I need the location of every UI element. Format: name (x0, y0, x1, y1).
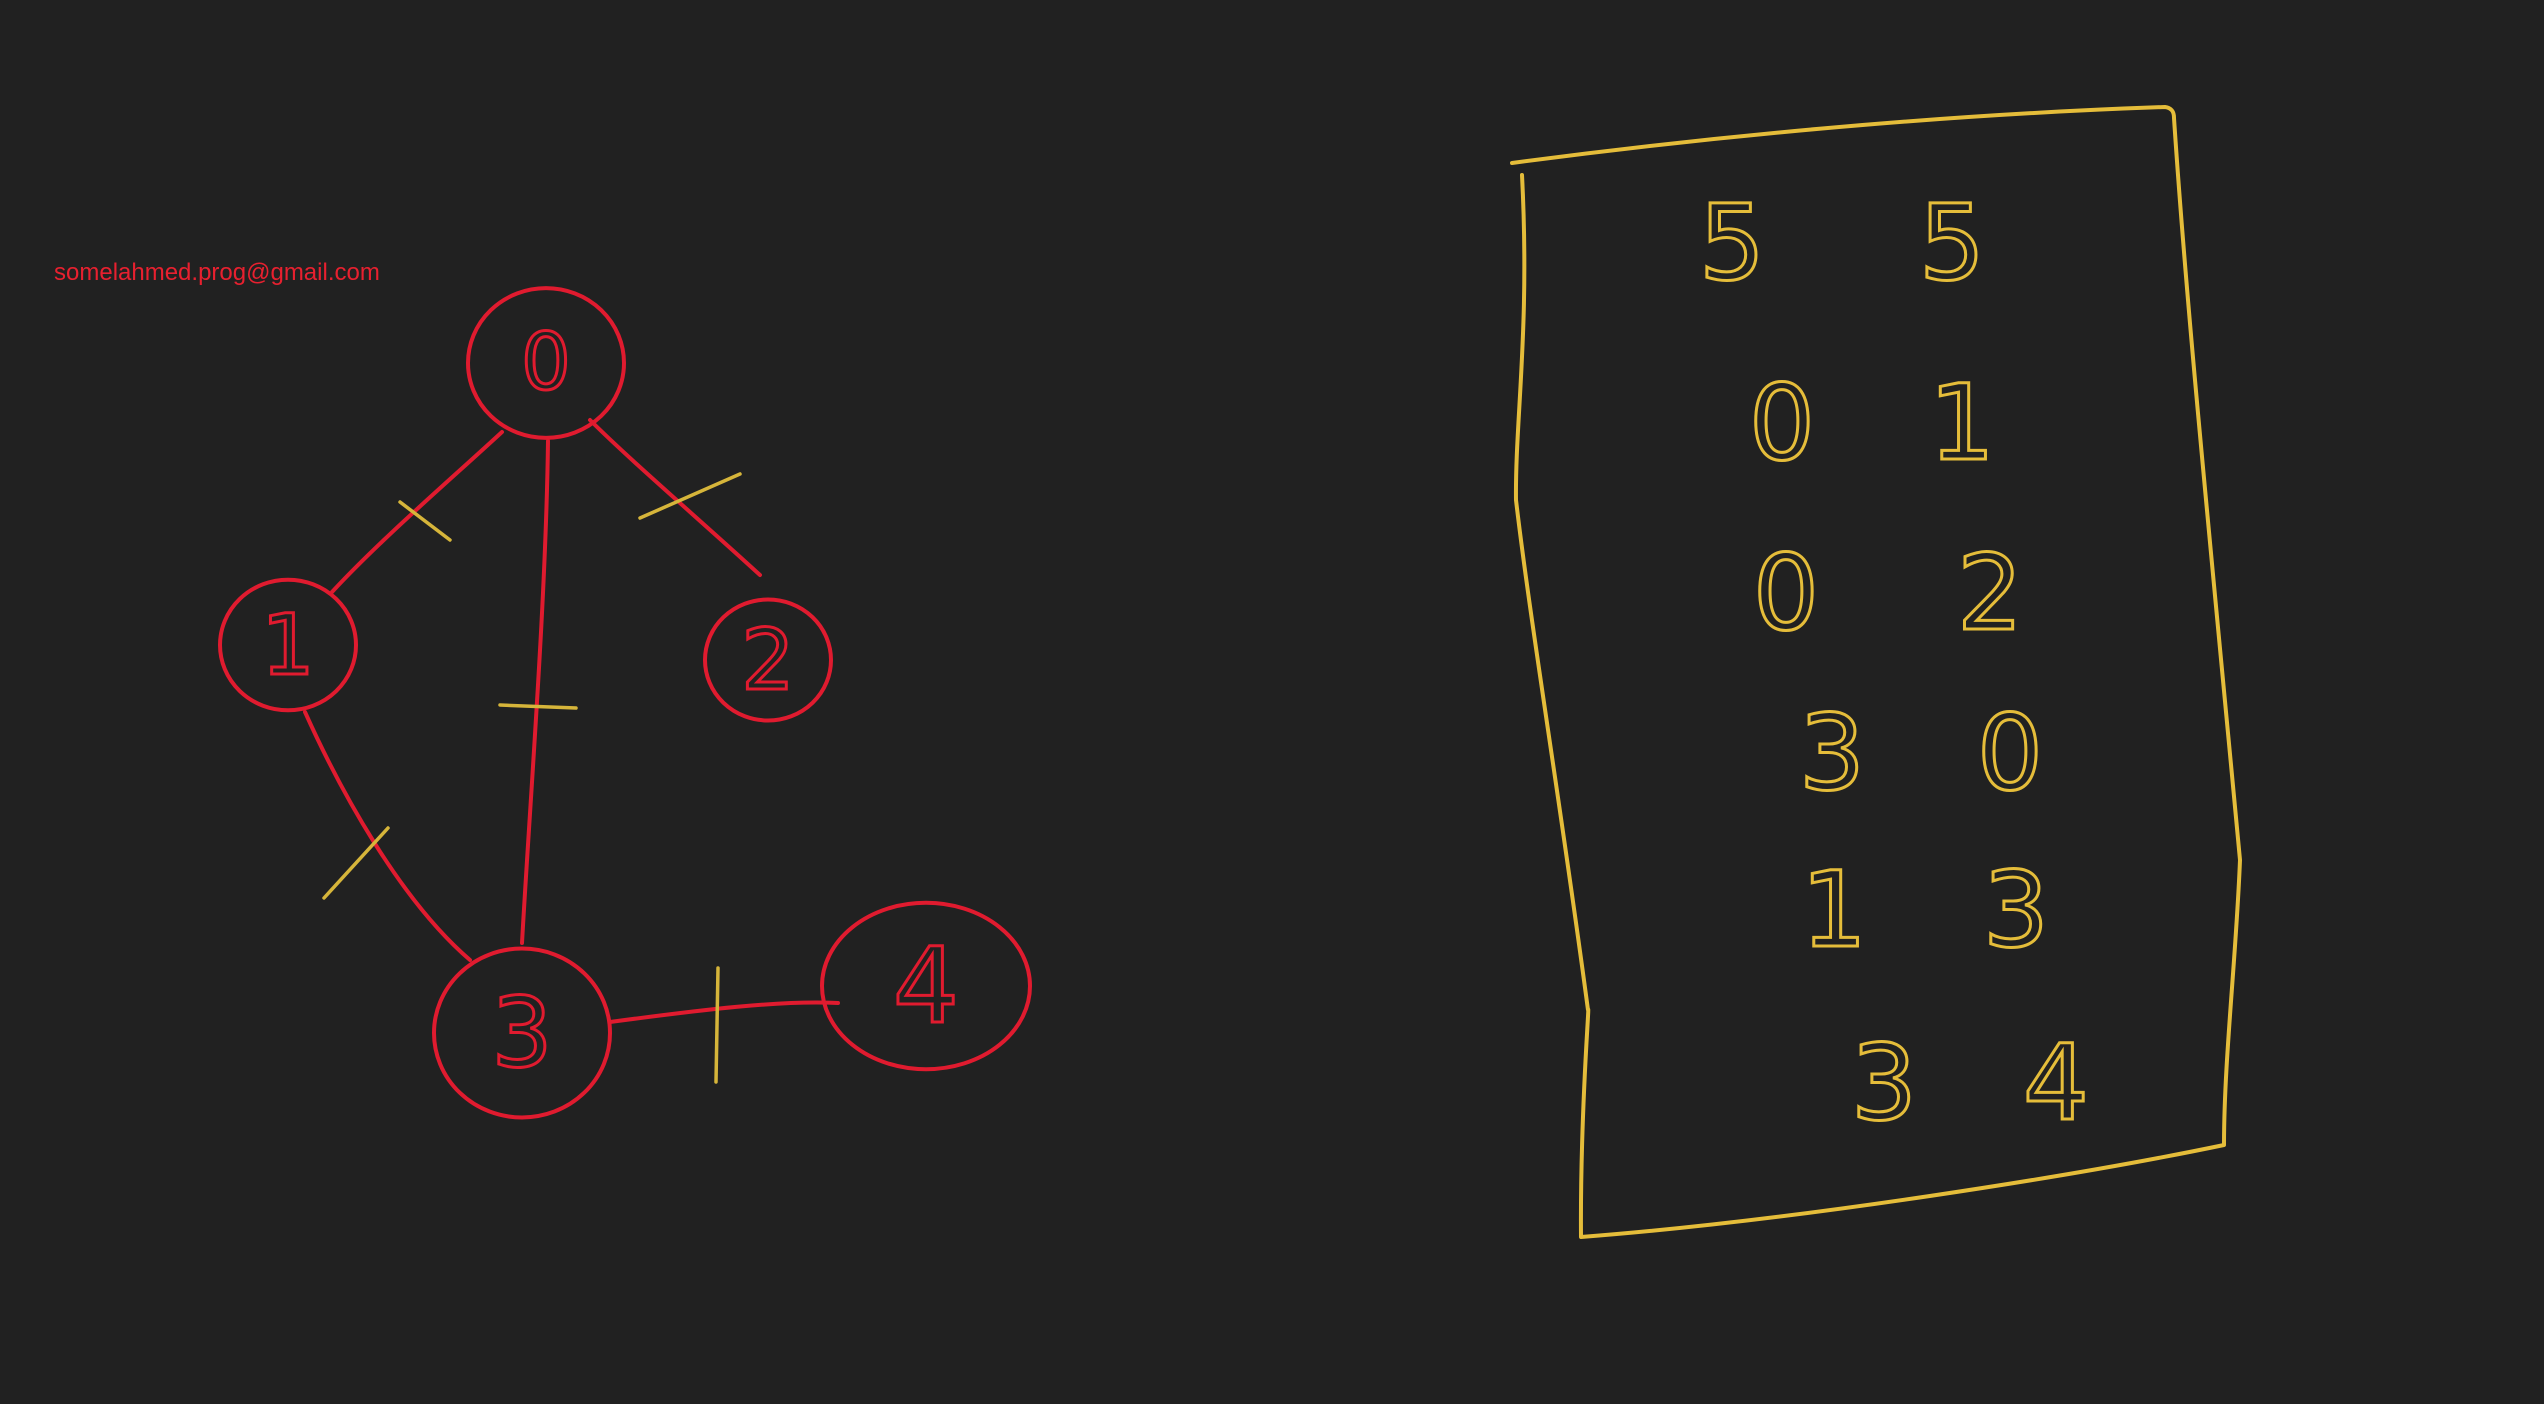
node-circle-1 (218, 577, 358, 713)
graph-node-0: 0 (466, 286, 626, 440)
node-label-4: 4 (893, 925, 959, 1047)
edge-1-3 (303, 710, 472, 962)
table-cell-r4-c0: 1 (1801, 849, 1867, 971)
edge-tick-0-2 (638, 472, 742, 520)
table-cell-r4-c1: 3 (1983, 849, 2049, 971)
table-frame (1510, 105, 2242, 1239)
author-email: somelahmed.prog@gmail.com (54, 259, 380, 286)
edge-tick-1-3 (322, 826, 390, 900)
node-circle-2 (703, 597, 833, 723)
node-label-3: 3 (491, 977, 552, 1089)
graph-nodes: 0 1 2 3 4 (218, 286, 1032, 1120)
edge-0-3 (520, 439, 550, 945)
node-circle-0 (466, 286, 626, 440)
edge-0-1 (330, 430, 504, 594)
node-label-1: 1 (261, 596, 314, 694)
node-circle-4 (820, 900, 1032, 1072)
node-circle-3 (432, 946, 612, 1120)
table-cell-r0-c0: 5 (1699, 182, 1765, 304)
edge-0-2 (588, 418, 762, 577)
edge-tick-0-3 (498, 703, 578, 710)
table-cell-r1-c0: 0 (1749, 362, 1815, 484)
node-label-2: 2 (741, 611, 794, 709)
table-cell-r2-c1: 2 (1957, 532, 2023, 654)
table-cell-r5-c1: 4 (2023, 1022, 2089, 1144)
table-cell-r0-c1: 5 (1919, 182, 1985, 304)
graph-node-1: 1 (218, 577, 358, 713)
table-cell-r5-c0: 3 (1851, 1022, 1917, 1144)
graph-node-2: 2 (703, 597, 833, 723)
edge-3-4 (608, 1000, 840, 1024)
graph-node-3: 3 (432, 946, 612, 1120)
graph-node-4: 4 (820, 900, 1032, 1072)
edge-tick-3-4 (714, 966, 720, 1084)
edge-tick-0-1 (398, 500, 452, 542)
table-cell-r2-c0: 0 (1753, 532, 1819, 654)
table-cell-r3-c0: 3 (1799, 692, 1865, 814)
edge-tick-marks (322, 472, 742, 1084)
graph-diagram: 0 1 2 3 4 (218, 286, 1032, 1120)
table-cell-r1-c1: 1 (1929, 362, 1995, 484)
node-label-0: 0 (521, 318, 571, 408)
table-cell-r3-c1: 0 (1977, 692, 2043, 814)
